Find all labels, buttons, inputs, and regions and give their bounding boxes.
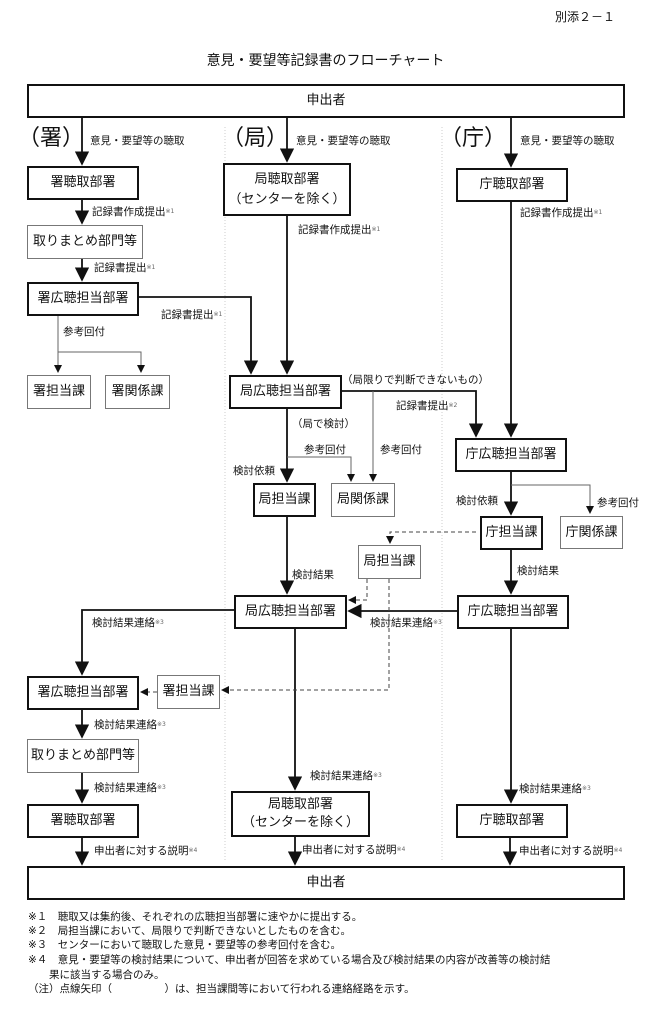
edge-label-result-contact: 検討結果連絡※3 — [94, 782, 166, 794]
edge-label-create-submit: 記録書作成提出※1 — [520, 207, 603, 219]
footnote-remark: （注）点線矢印（ ）は、担当課間等において行われる連絡経路を示す。 — [28, 983, 415, 995]
applicant-label: 申出者 — [306, 93, 346, 108]
edge-label-hearing: 意見・要望等の聴取 — [520, 135, 615, 147]
box-label: 署担当課 — [32, 384, 85, 399]
cho-hearing-box: 庁聴取部署 — [456, 168, 568, 202]
box-label: 署聴取部署 — [50, 813, 116, 828]
box-label: 取りまとめ部門等 — [30, 748, 135, 763]
edge-label-result-contact: 検討結果連絡※3 — [92, 617, 164, 629]
edge-label-reference: 参考回付 — [380, 444, 422, 456]
box-label: 署広聴担当部署 — [37, 291, 129, 306]
cho-related-box: 庁関係課 — [560, 516, 623, 549]
edge-label-explain: 申出者に対する説明※4 — [302, 844, 406, 856]
box-label: 庁広聴担当部署 — [465, 447, 557, 462]
edge-label-explain: 申出者に対する説明※4 — [519, 845, 623, 857]
box-label: 局担当課 — [258, 492, 311, 507]
box-label: 局広聴担当部署 — [244, 604, 336, 619]
edge-label-submit: 記録書提出※2 — [396, 400, 458, 412]
applicant-box-top: 申出者 — [27, 84, 625, 118]
edge-label-submit: 記録書提出※1 — [94, 262, 156, 274]
box-label: 局関係課 — [336, 492, 389, 507]
footnote-4-cont: 果に該当する場合のみ。 — [28, 969, 165, 981]
footnote-2: ※２ 局担当課において、局限りで判断できないとしたものを含む。 — [28, 925, 351, 937]
edge-label-review-result: 検討結果 — [292, 569, 334, 581]
edge-label-hearing: 意見・要望等の聴取 — [296, 135, 391, 147]
box-label: 局広聴担当部署 — [239, 384, 331, 399]
edge-label-reference: 参考回付 — [597, 497, 639, 509]
sho-charge-box: 署担当課 — [27, 375, 91, 409]
edge-label-review-request: 検討依頼 — [233, 465, 275, 477]
edge-label-create-submit: 記録書作成提出※1 — [92, 206, 175, 218]
footnote-4: ※４ 意見・要望等の検討結果について、申出者が回答を求めている場合及び検討結果の… — [28, 954, 551, 966]
box-label: 庁担当課 — [485, 525, 538, 540]
edge-label-hearing: 意見・要望等の聴取 — [90, 135, 185, 147]
box-label: 署広聴担当部署 — [37, 685, 129, 700]
edge-label-reference: 参考回付 — [304, 444, 346, 456]
sho-hearing-box-result: 署聴取部署 — [27, 804, 139, 838]
footnote-3: ※３ センターにおいて聴取した意見・要望等の参考回付を含む。 — [28, 939, 341, 951]
edge-label-review-result: 検討結果 — [517, 565, 559, 577]
attachment-number: 別添２－１ — [555, 10, 616, 24]
cho-hearing-box-result: 庁聴取部署 — [456, 804, 568, 838]
cho-pr-box: 庁広聴担当部署 — [455, 438, 567, 472]
edge-label-create-submit: 記録書作成提出※1 — [298, 224, 381, 236]
edge-label-result-contact: 検討結果連絡※3 — [370, 617, 442, 629]
edge-label-result-contact: 検討結果連絡※3 — [310, 770, 382, 782]
kyoku-related-box: 局関係課 — [331, 483, 395, 517]
edge-label-explain: 申出者に対する説明※4 — [94, 845, 198, 857]
sho-hearing-box: 署聴取部署 — [27, 166, 139, 200]
edge-label-result-contact: 検討結果連絡※3 — [519, 783, 591, 795]
column-label-sho: （署） — [18, 126, 85, 151]
footnote-1: ※１ 聴取又は集約後、それぞれの広聴担当部署に速やかに提出する。 — [28, 911, 363, 923]
box-sublabel: （センターを除く） — [228, 191, 346, 207]
box-label: 庁聴取部署 — [479, 177, 545, 192]
applicant-box-bottom: 申出者 — [27, 866, 625, 900]
sho-pr-box-result: 署広聴担当部署 — [27, 676, 139, 710]
box-label: 署関係課 — [111, 384, 164, 399]
box-label: 庁広聴担当部署 — [467, 604, 559, 619]
edge-label-reference: 参考回付 — [63, 326, 105, 338]
box-label: 署担当課 — [162, 684, 215, 699]
box-sublabel: （センターを除く） — [241, 815, 359, 830]
edge-label-result-contact: 検討結果連絡※3 — [94, 719, 166, 731]
column-label-cho: （庁） — [440, 126, 507, 151]
kyoku-pr-box-result: 局広聴担当部署 — [234, 595, 347, 629]
box-label: 取りまとめ部門等 — [32, 234, 137, 249]
compile-dept-box: 取りまとめ部門等 — [27, 225, 143, 259]
box-label: 局聴取部署 — [254, 171, 320, 187]
box-label: 局聴取部署 — [267, 797, 333, 812]
cho-pr-box-result: 庁広聴担当部署 — [457, 595, 569, 629]
cho-charge-box: 庁担当課 — [480, 516, 543, 550]
box-label: 局担当課 — [363, 554, 416, 569]
edge-label-submit: 記録書提出※1 — [161, 309, 223, 321]
kyoku-pr-box: 局広聴担当部署 — [229, 375, 342, 409]
kyoku-hearing-box-result: 局聴取部署 （センターを除く） — [231, 791, 370, 837]
edge-label-review-request: 検討依頼 — [456, 495, 498, 507]
edge-label-kyoku-review: （局で検討） — [292, 418, 355, 430]
box-label: 庁関係課 — [565, 524, 618, 540]
compile-dept-box-result: 取りまとめ部門等 — [27, 739, 139, 773]
page-title: 意見・要望等記録書のフローチャート — [206, 53, 445, 69]
edge-label-cannot-judge: （局限りで判断できないもの） — [342, 374, 489, 386]
kyoku-charge-box: 局担当課 — [253, 483, 316, 517]
box-label: 庁聴取部署 — [479, 813, 545, 828]
kyoku-charge-box-dashed-target: 局担当課 — [358, 545, 421, 579]
column-label-kyoku: （局） — [222, 126, 289, 151]
box-label: 署聴取部署 — [50, 175, 116, 190]
applicant-label: 申出者 — [306, 875, 346, 890]
kyoku-hearing-box: 局聴取部署 （センターを除く） — [223, 163, 351, 216]
sho-related-box: 署関係課 — [105, 375, 170, 409]
sho-pr-box: 署広聴担当部署 — [27, 282, 139, 316]
sho-charge-box-result: 署担当課 — [157, 675, 220, 709]
